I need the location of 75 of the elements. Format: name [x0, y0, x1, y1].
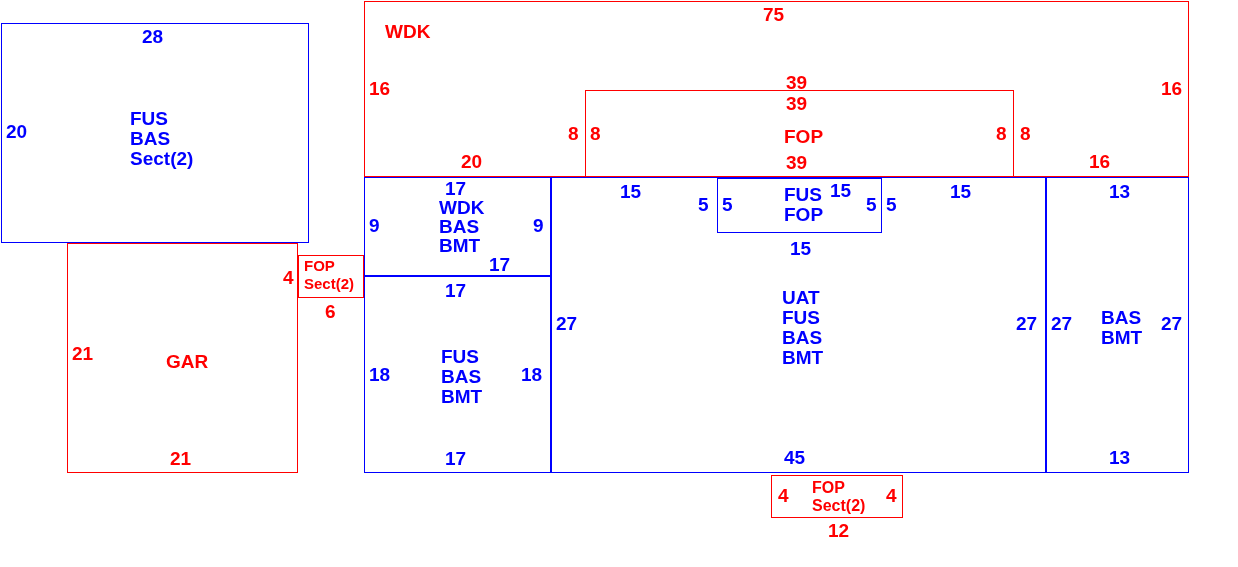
dimension-label: 8: [568, 124, 579, 144]
area-code-label: BMT: [439, 236, 481, 256]
dimension-label: 15: [790, 239, 812, 259]
dimension-label: 9: [369, 216, 380, 236]
area-code-label: BAS: [130, 129, 171, 149]
area-code-label: Sect(2): [130, 149, 194, 169]
dimension-label: 5: [698, 195, 709, 215]
area-code-label: BAS: [441, 367, 482, 387]
area-code-label: GAR: [166, 352, 209, 372]
area-code-label: WDK: [439, 198, 485, 218]
dimension-label: 20: [6, 122, 28, 142]
dimension-label: 18: [369, 365, 391, 385]
dimension-label: 5: [886, 195, 897, 215]
dimension-label: 16: [1161, 79, 1183, 99]
dimension-label: 13: [1109, 448, 1131, 468]
area-code-label: FUS: [441, 347, 479, 367]
dimension-label: 21: [170, 449, 192, 469]
dimension-label: 8: [996, 124, 1007, 144]
dimension-label: 17: [445, 179, 467, 199]
dimension-label: 4: [886, 486, 897, 506]
dimension-label: 45: [784, 448, 806, 468]
area-code-label: FOP: [812, 479, 845, 496]
area-code-label: BMT: [441, 387, 483, 407]
dimension-label: 16: [369, 79, 391, 99]
area-code-label: FUS: [782, 308, 820, 328]
area-code-label: BMT: [782, 348, 824, 368]
dimension-label: 9: [533, 216, 544, 236]
area-code-label: FUS: [130, 109, 168, 129]
room-outline: [364, 276, 551, 473]
dimension-label: 27: [1016, 314, 1038, 334]
dimension-label: 27: [1161, 314, 1183, 334]
dimension-label: 15: [950, 182, 972, 202]
dimension-label: 39: [786, 153, 808, 173]
dimension-label: 28: [142, 27, 164, 47]
dimension-label: 20: [461, 152, 483, 172]
room-outline: [364, 177, 551, 276]
area-code-label: BAS: [782, 328, 823, 348]
dimension-label: 4: [283, 268, 294, 288]
area-code-label: FOP: [784, 205, 824, 225]
dimension-label: 5: [866, 195, 877, 215]
area-code-label: WDK: [385, 22, 431, 42]
dimension-label: 39: [786, 94, 808, 114]
dimension-label: 16: [1089, 152, 1111, 172]
area-code-label: FOP: [304, 258, 335, 274]
dimension-label: 15: [830, 181, 852, 201]
room-outline: [1, 23, 309, 243]
dimension-label: 27: [556, 314, 578, 334]
area-code-label: BAS: [439, 217, 480, 237]
dimension-label: 8: [1020, 124, 1031, 144]
dimension-label: 6: [325, 302, 336, 322]
dimension-label: 12: [828, 521, 850, 541]
area-code-label: Sect(2): [304, 276, 355, 292]
area-code-label: Sect(2): [812, 497, 866, 514]
dimension-label: 39: [786, 73, 808, 93]
area-code-label: FUS: [784, 185, 822, 205]
dimension-label: 15: [620, 182, 642, 202]
area-code-label: BAS: [1101, 308, 1142, 328]
dimension-label: 75: [763, 5, 785, 25]
area-code-label: FOP: [784, 127, 824, 147]
room-outline: [551, 177, 1046, 473]
room-outline: [1046, 177, 1189, 473]
area-code-label: BMT: [1101, 328, 1143, 348]
dimension-label: 17: [489, 255, 511, 275]
dimension-label: 18: [521, 365, 543, 385]
dimension-label: 17: [445, 281, 467, 301]
dimension-label: 4: [778, 486, 789, 506]
dimension-label: 27: [1051, 314, 1073, 334]
dimension-label: 5: [722, 195, 733, 215]
dimension-label: 13: [1109, 182, 1131, 202]
area-code-label: UAT: [782, 288, 820, 308]
dimension-label: 21: [72, 344, 94, 364]
room-outline: [67, 243, 298, 473]
dimension-label: 17: [445, 449, 467, 469]
dimension-label: 8: [590, 124, 601, 144]
room-outline: [364, 1, 1189, 177]
